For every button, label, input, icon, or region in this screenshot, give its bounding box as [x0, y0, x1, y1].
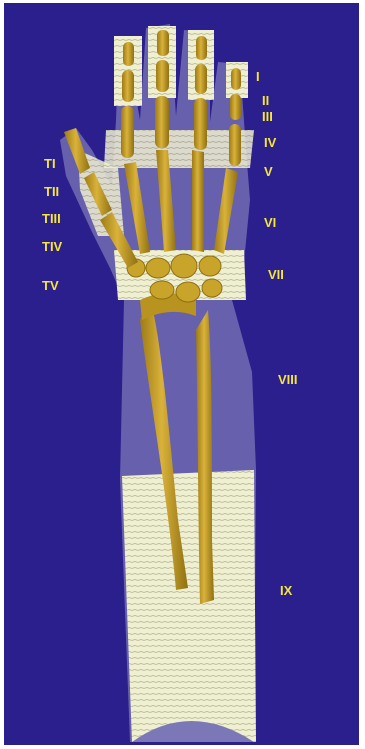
zone-label: VI	[264, 216, 276, 229]
thumb-zone-label: TII	[44, 185, 59, 198]
phalanx	[195, 64, 207, 94]
phalanx	[155, 96, 169, 148]
phalanx	[194, 98, 207, 150]
phalanx	[230, 94, 241, 120]
phalanx	[157, 30, 169, 56]
carpal-bone	[171, 254, 197, 278]
phalanx	[196, 36, 207, 60]
phalanx	[122, 70, 134, 102]
carpal-bone	[202, 279, 222, 297]
thumb-zone-label: TV	[42, 279, 59, 292]
phalanx	[156, 60, 169, 92]
carpal-bone	[199, 256, 221, 276]
thumb-zone-label: TIII	[42, 212, 61, 225]
zone-label: IV	[264, 136, 276, 149]
zone-label: II	[262, 94, 269, 107]
thumb-zone-label: TI	[44, 157, 56, 170]
carpal-bone	[146, 258, 170, 278]
thumb-zone-label: TIV	[42, 240, 62, 253]
zone-label: IX	[280, 584, 292, 597]
carpal-bone	[176, 282, 200, 302]
forearm-bandage	[122, 470, 256, 742]
carpal-bone	[150, 281, 174, 299]
phalanx	[121, 106, 134, 158]
zone-label: VIII	[278, 373, 298, 386]
zone-label: III	[262, 110, 273, 123]
zone-label: I	[256, 70, 260, 83]
phalanx	[231, 68, 241, 90]
phalanx	[123, 42, 134, 66]
zone-label: V	[264, 165, 273, 178]
phalanx	[229, 124, 241, 166]
metacarpal-bone	[192, 150, 204, 252]
zone-label: VII	[268, 268, 284, 281]
